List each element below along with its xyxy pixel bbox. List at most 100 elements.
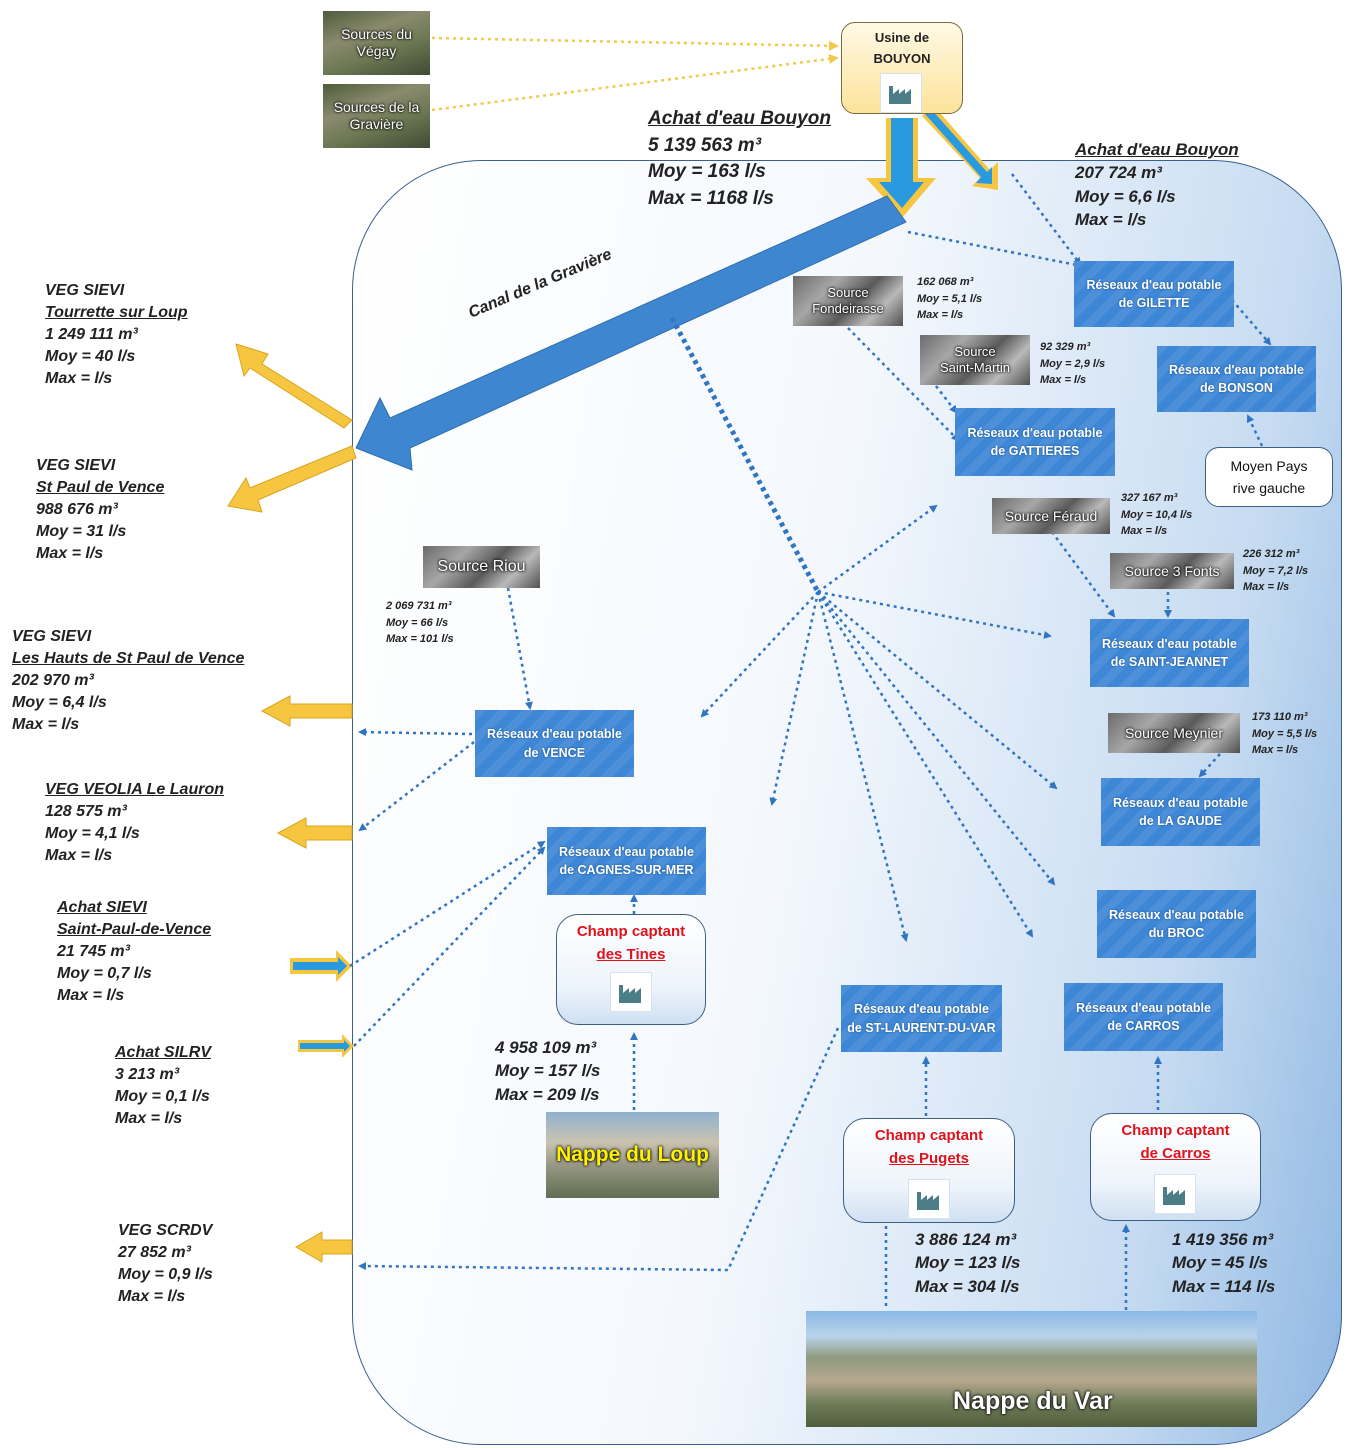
input-volume: 21 745 m³ <box>57 943 130 961</box>
stat-moy: Moy = 123 l/s <box>915 1253 1021 1273</box>
stat-moy: Moy = 157 l/s <box>495 1061 601 1081</box>
stat-max: Max = l/s <box>1121 525 1168 537</box>
source-riou-stats: 2 069 731 m³ Moy = 66 l/s Max = 101 l/s <box>386 598 454 648</box>
output-max: Max = l/s <box>118 1288 186 1306</box>
network-name: de LA GAUDE <box>1139 814 1222 828</box>
network-prefix: Réseaux d'eau potable <box>559 844 694 859</box>
stat-volume: 92 329 m³ <box>1040 341 1091 353</box>
network-prefix: Réseaux d'eau potable <box>487 727 622 742</box>
network-prefix: Réseaux d'eau potable <box>1169 362 1304 377</box>
stat-volume: 226 312 m³ <box>1243 548 1300 560</box>
factory-icon <box>1154 1174 1196 1214</box>
input-title: Achat SIEVI <box>57 899 147 916</box>
canal-dotted-main <box>669 316 821 594</box>
source-3-fonts-photo: Source 3 Fonts <box>1110 553 1234 589</box>
output-hauts-st-paul: VEG SIEVI Les Hauts de St Paul de Vence … <box>12 626 244 736</box>
achat-right-max: Max = l/s <box>1075 210 1147 230</box>
achat-main-title: Achat d'eau Bouyon <box>648 108 831 129</box>
network-name: de BONSON <box>1200 381 1273 395</box>
stat-volume: 4 958 109 m³ <box>495 1038 597 1057</box>
factory-icon <box>880 73 922 113</box>
champ-captant-carros: Champ captant de Carros <box>1090 1113 1261 1221</box>
output-max: Max = l/s <box>45 370 113 388</box>
source-feraud-label: Source Féraud <box>1004 507 1098 524</box>
source-3-fonts-label: Source 3 Fonts <box>1124 562 1220 579</box>
output-title: VEG SIEVI <box>45 282 125 299</box>
output-volume: 1 249 111 m³ <box>45 326 138 344</box>
achat-main-max: Max = 1168 l/s <box>648 187 774 209</box>
stat-max: Max = 101 l/s <box>386 633 454 645</box>
source-meynier-photo: Source Meynier <box>1108 713 1240 753</box>
network-prefix: Réseaux d'eau potable <box>1109 907 1244 922</box>
champ-pugets-stats: 3 886 124 m³ Moy = 123 l/s Max = 304 l/s <box>915 1228 1020 1298</box>
input-max: Max = l/s <box>57 987 125 1005</box>
input-volume: 3 213 m³ <box>115 1066 180 1084</box>
stat-moy: Moy = 5,5 l/s <box>1252 727 1318 740</box>
stat-volume: 162 068 m³ <box>917 276 974 288</box>
output-volume: 128 575 m³ <box>45 803 127 821</box>
champ-line1: Champ captant <box>576 923 686 940</box>
stlaurent-to-scrdv-arrow <box>358 1027 840 1272</box>
stat-moy: Moy = 66 l/s <box>386 616 449 629</box>
input-achat-silrv: Achat SILRV 3 213 m³ Moy = 0,1 l/s Max =… <box>115 1042 211 1130</box>
output-moy: Moy = 40 l/s <box>45 348 136 366</box>
source-riou-photo: Source Riou <box>423 546 540 588</box>
achat-main-volume: 5 139 563 m³ <box>648 134 762 156</box>
input-moy: Moy = 0,1 l/s <box>115 1088 210 1106</box>
champ-line1: Champ captant <box>1121 1122 1230 1139</box>
network-prefix: Réseaux d'eau potable <box>967 425 1103 440</box>
champ-line2: de Carros <box>1140 1144 1211 1162</box>
moyen-pays-rive-gauche: Moyen Pays rive gauche <box>1205 447 1333 507</box>
output-moy: Moy = 31 l/s <box>36 523 127 541</box>
stat-max: Max = l/s <box>1252 744 1299 756</box>
output-volume: 988 676 m³ <box>36 501 118 519</box>
hub-distribution-arrows <box>700 504 1058 942</box>
output-lauron: VEG VEOLIA Le Lauron 128 575 m³ Moy = 4,… <box>45 779 224 867</box>
moyen-pays-line1: Moyen Pays <box>1230 458 1308 474</box>
source-saint-martin-line2: Saint-Martin <box>939 360 1011 375</box>
stat-moy: Moy = 45 l/s <box>1172 1253 1268 1273</box>
source-fondeirasse-line1: Source <box>827 285 869 301</box>
source-to-usine-arrows <box>431 36 839 112</box>
stat-volume: 2 069 731 m³ <box>386 600 452 612</box>
network-prefix: Réseaux d'eau potable <box>1076 1000 1211 1015</box>
stat-max: Max = 114 l/s <box>1172 1276 1276 1296</box>
nappe-loup-label: Nappe du Loup <box>556 1143 709 1166</box>
achat-right-title: Achat d'eau Bouyon <box>1075 140 1239 159</box>
network-prefix: Réseaux d'eau potable <box>1086 277 1222 292</box>
output-max: Max = l/s <box>36 545 104 563</box>
input-moy: Moy = 0,7 l/s <box>57 965 152 983</box>
network-prefix: Réseaux d'eau potable <box>1113 795 1248 810</box>
network-name: de SAINT-JEANNET <box>1110 655 1229 669</box>
stat-moy: Moy = 5,1 l/s <box>917 292 983 305</box>
network-st-laurent: Réseaux d'eau potable de ST-LAURENT-DU-VA… <box>841 985 1002 1052</box>
bouyon-main-arrow <box>866 118 936 218</box>
output-volume: 27 852 m³ <box>118 1244 191 1262</box>
output-st-paul: VEG SIEVI St Paul de Vence 988 676 m³ Mo… <box>36 455 164 565</box>
network-name: de ST-LAURENT-DU-VAR <box>847 1020 996 1035</box>
factory-icon <box>610 972 652 1012</box>
input-max: Max = l/s <box>115 1110 183 1128</box>
output-max: Max = l/s <box>12 716 80 734</box>
source-3-fonts-stats: 226 312 m³ Moy = 7,2 l/s Max = l/s <box>1243 546 1308 596</box>
output-tourrette: VEG SIEVI Tourrette sur Loup 1 249 111 m… <box>45 280 188 390</box>
network-prefix: Réseaux d'eau potable <box>854 1002 989 1017</box>
output-title: VEG SIEVI <box>36 457 116 474</box>
output-moy: Moy = 6,4 l/s <box>12 694 107 712</box>
achat-right-volume: 207 724 m³ <box>1075 163 1162 183</box>
usine-line1: Usine de <box>874 30 930 45</box>
stat-max: Max = 209 l/s <box>495 1084 600 1104</box>
network-saint-jeannet: Réseaux d'eau potable de SAINT-JEANNET <box>1090 619 1249 687</box>
output-sub: Les Hauts de St Paul de Vence <box>12 650 245 668</box>
network-prefix: Réseaux d'eau potable <box>1102 636 1237 651</box>
source-vegay-label: Sources du Végay <box>341 26 412 59</box>
canal-arrow <box>355 195 907 471</box>
source-meynier-stats: 173 110 m³ Moy = 5,5 l/s Max = l/s <box>1252 709 1317 759</box>
stat-moy: Moy = 10,4 l/s <box>1121 508 1193 521</box>
achat-right-moy: Moy = 6,6 l/s <box>1075 186 1176 206</box>
